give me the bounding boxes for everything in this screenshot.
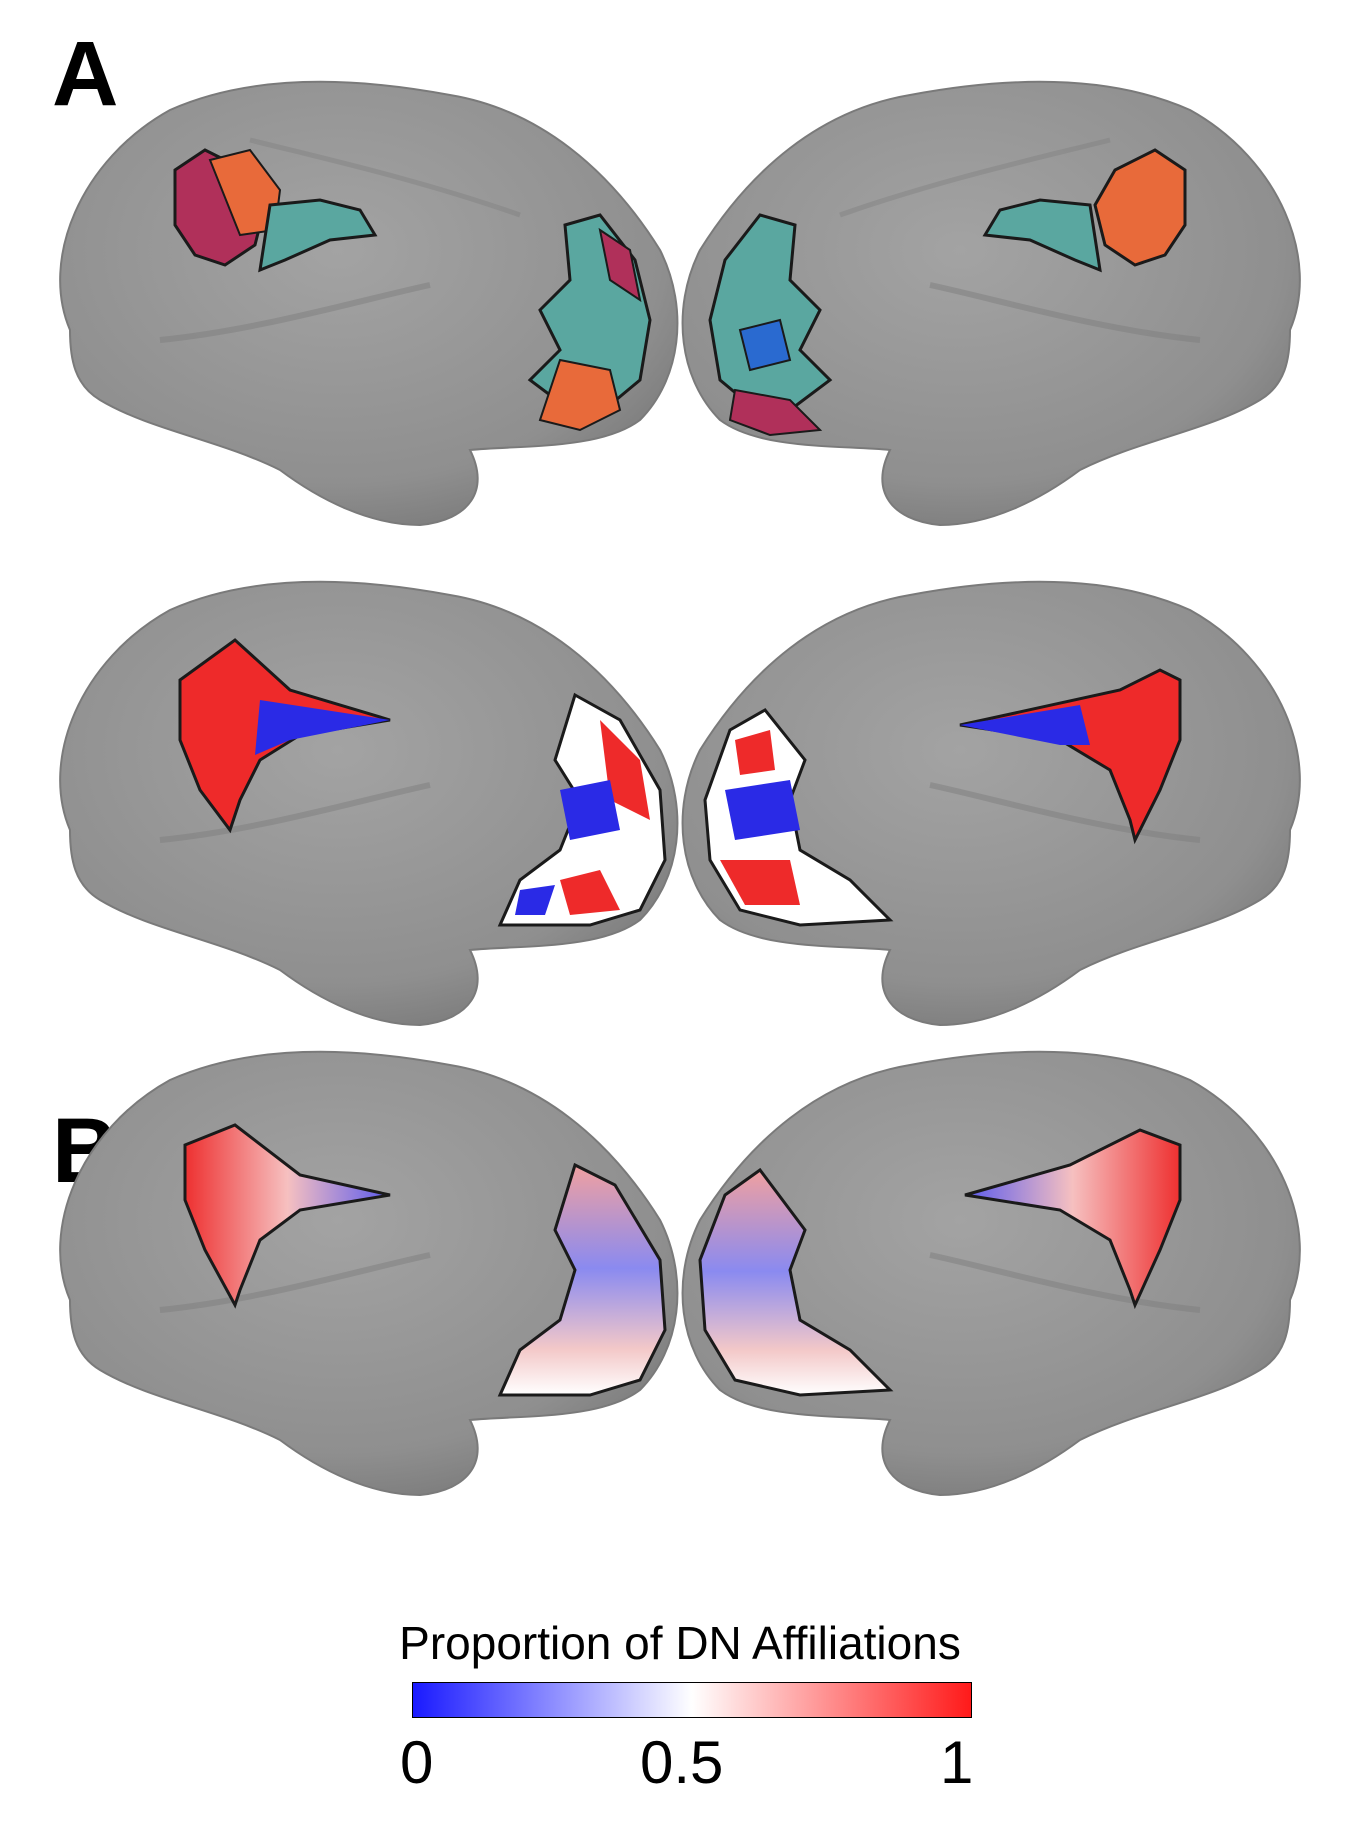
brain-left-row3: [59, 1050, 679, 1497]
cluster-parietal: [1093, 148, 1187, 267]
cluster-cingulate: [258, 198, 378, 273]
brain-right-row1: [681, 80, 1301, 527]
cluster-parietal: [964, 1128, 1182, 1310]
brain-left-row2: [59, 580, 679, 1027]
cluster-frontal: [698, 1167, 894, 1397]
colorbar-tick-0: 0: [400, 1729, 434, 1796]
colorbar-tick-mid: 0.5: [640, 1729, 724, 1796]
panel-label-a: A: [52, 23, 119, 125]
cluster-parietal: [959, 668, 1182, 845]
cluster-frontal: [497, 1162, 667, 1397]
colorbar-tick-1: 1: [940, 1729, 974, 1796]
cluster-parietal: [183, 1123, 391, 1309]
brain-right-row3: [681, 1050, 1301, 1497]
brain-right-row2: [681, 580, 1301, 1027]
brain-left-row1: [59, 80, 679, 527]
colorbar-title: Proportion of DN Affiliations: [399, 1617, 961, 1669]
colorbar: [412, 1682, 972, 1718]
cluster-cingulate: [982, 198, 1102, 273]
